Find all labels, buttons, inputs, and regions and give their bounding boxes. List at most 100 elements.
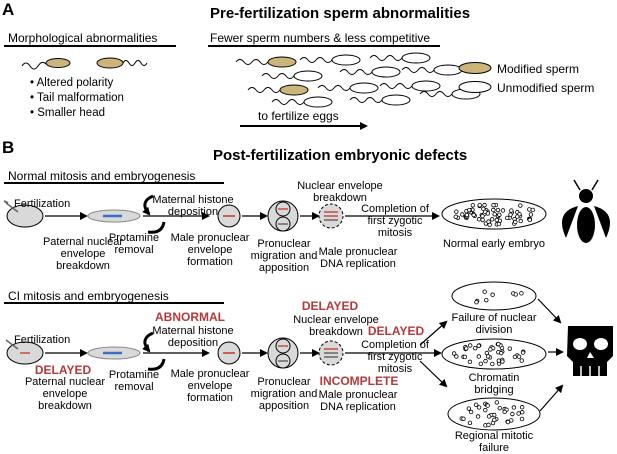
nucleus-dot bbox=[497, 405, 502, 411]
normal-cell-apposition bbox=[267, 200, 299, 232]
panel-b-letter: B bbox=[2, 138, 15, 157]
nucleus-dot bbox=[460, 212, 465, 217]
nucleus-dot bbox=[466, 207, 472, 213]
ci-abnormal: ABNORMAL bbox=[155, 310, 225, 324]
bullet-3-text: Smaller head bbox=[37, 107, 105, 119]
nucleus-dot bbox=[466, 406, 472, 411]
nucleus-dot bbox=[490, 420, 496, 426]
nucleus-dot bbox=[483, 358, 488, 364]
nucleus-dot bbox=[464, 212, 470, 218]
nucleus-dot bbox=[519, 405, 525, 410]
nucleus-dot bbox=[490, 292, 495, 297]
ci-egg bbox=[5, 339, 44, 365]
sperm-tail bbox=[247, 87, 281, 93]
nucleus-dot bbox=[495, 207, 501, 213]
nucleus-dot bbox=[496, 221, 502, 227]
nucleus-dot bbox=[520, 410, 525, 415]
bullet-1: • Altered polarity bbox=[30, 77, 114, 89]
ci-heading: CI mitosis and embryogenesis bbox=[8, 289, 169, 303]
nucleus-dot bbox=[491, 207, 496, 213]
fewer-underline bbox=[208, 45, 440, 47]
ci-arrow-up bbox=[419, 320, 448, 346]
nucleus-dot bbox=[467, 359, 473, 365]
nucleus-dot bbox=[477, 203, 482, 208]
sperm-tail bbox=[235, 59, 269, 65]
normal-heading: Normal mitosis and embryogenesis bbox=[8, 169, 196, 183]
nucleus-dot bbox=[496, 341, 501, 347]
nucleus-dot bbox=[509, 418, 514, 423]
legend-modified-label: Modified sperm bbox=[497, 62, 580, 76]
nucleus-dot bbox=[527, 217, 532, 223]
ci-cell-apposition bbox=[267, 337, 299, 369]
nucleus-dot bbox=[482, 289, 487, 294]
nucleus-dot bbox=[510, 411, 515, 417]
nucleus-dot bbox=[530, 207, 536, 213]
nucleus-dot bbox=[470, 203, 476, 208]
nucleus-dot bbox=[484, 350, 490, 356]
nucleus-dot bbox=[500, 208, 506, 213]
nucleus-dot bbox=[508, 212, 513, 217]
nucleus-dot bbox=[519, 416, 525, 422]
nucleus-dot bbox=[505, 215, 510, 221]
ci-delayed-1: DELAYED bbox=[34, 363, 92, 377]
normal-cell-breakdown bbox=[318, 203, 344, 229]
nucleus-dot bbox=[492, 212, 497, 217]
morph-underline bbox=[4, 45, 176, 47]
nucleus-dot bbox=[505, 419, 511, 425]
modified-sperm-left bbox=[21, 57, 148, 70]
skull-icon bbox=[567, 326, 613, 376]
nucleus-dot bbox=[488, 347, 493, 352]
ci-incomplete: INCOMPLETE bbox=[319, 374, 399, 388]
nucleus-dot bbox=[467, 420, 473, 426]
nucleus-dot bbox=[507, 346, 513, 351]
nucleus-dot bbox=[473, 345, 478, 351]
nucleus-dot bbox=[480, 213, 485, 219]
nucleus-dot bbox=[491, 202, 496, 208]
panel-a-title: Pre-fertilization sperm abnormalities bbox=[210, 5, 471, 22]
nucleus-dot bbox=[475, 414, 481, 419]
ci-egg-2 bbox=[87, 346, 141, 360]
nucleus-dot bbox=[516, 411, 521, 416]
nucleus-dot bbox=[489, 217, 495, 222]
nucleus-dot bbox=[518, 203, 523, 208]
unmodified-sperm-head bbox=[433, 64, 463, 76]
nucleus-dot bbox=[486, 422, 491, 428]
sperm-tail bbox=[299, 57, 333, 63]
sperm-tail bbox=[349, 97, 383, 103]
morph-heading: Morphological abnormalities bbox=[8, 31, 158, 45]
nucleus-dot bbox=[516, 354, 522, 359]
sperm-tail bbox=[419, 91, 453, 97]
nucleus-dot bbox=[498, 350, 504, 356]
nucleus-dot bbox=[476, 217, 482, 222]
unmodified-sperm-head bbox=[401, 52, 431, 64]
nucleus-dot bbox=[518, 218, 523, 224]
nucleus-dot bbox=[453, 214, 458, 220]
sperm-tail bbox=[379, 83, 413, 89]
nucleus-dot bbox=[527, 207, 532, 212]
sperm-group bbox=[235, 52, 481, 108]
nucleus-dot bbox=[471, 212, 476, 218]
legend-modified-swatch bbox=[458, 62, 492, 74]
ci-delayed-3: DELAYED bbox=[367, 324, 425, 338]
normal-fly-icon bbox=[562, 179, 610, 243]
bullet-3: • Smaller head bbox=[30, 107, 105, 119]
nucleus-dot bbox=[494, 217, 500, 223]
sperm-tail bbox=[317, 85, 351, 91]
nucleus-dot bbox=[528, 212, 534, 217]
normal-egg-2 bbox=[87, 209, 141, 223]
ci-cell-breakdown bbox=[318, 340, 344, 366]
nucleus-dot bbox=[519, 358, 524, 363]
ci-delayed-2: DELAYED bbox=[301, 299, 359, 313]
